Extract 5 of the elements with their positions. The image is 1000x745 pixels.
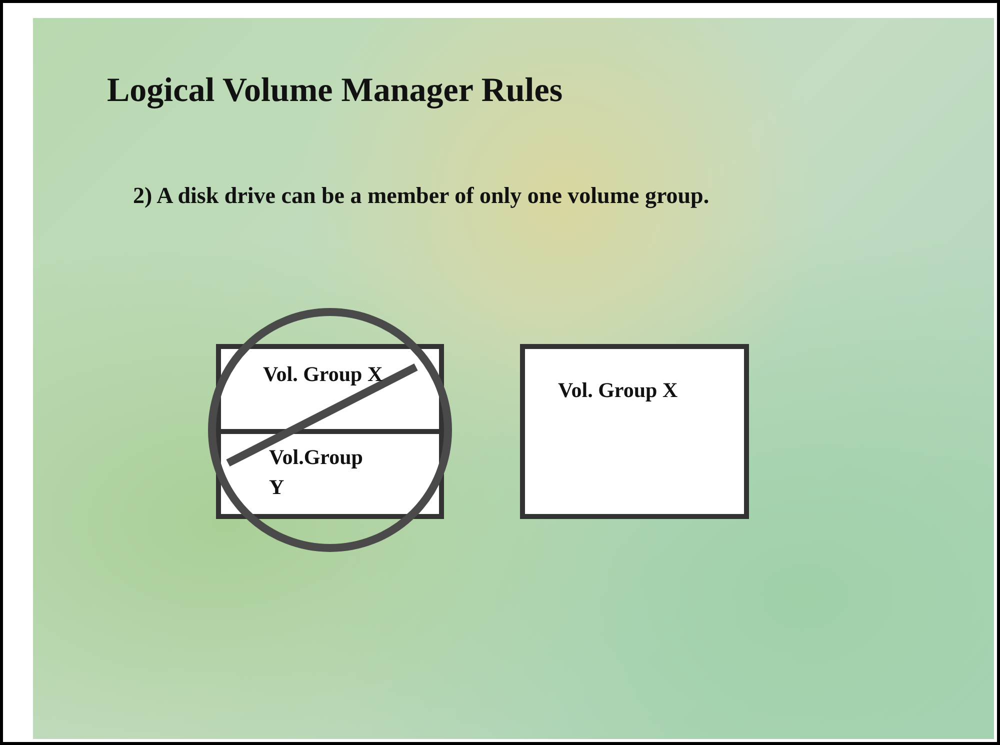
rule-text: 2) A disk drive can be a member of only one volume group. <box>133 182 710 210</box>
slide-title: Logical Volume Manager Rules <box>107 72 563 110</box>
group-label: Vol. Group X <box>263 361 383 388</box>
group-label: Vol.Group Y <box>269 444 364 501</box>
group-label: Vol. Group X <box>558 377 678 404</box>
